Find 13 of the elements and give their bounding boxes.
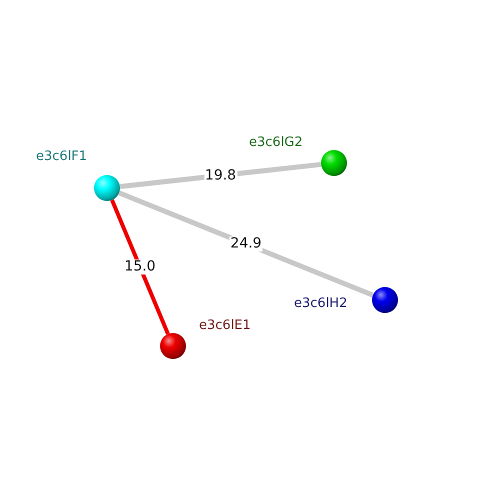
sphere	[94, 175, 120, 201]
connector-line	[110, 199, 170, 335]
node-label: e3c6lG2	[249, 135, 303, 150]
node-label: e3c6lF1	[36, 149, 88, 164]
edge-label: 19.8	[204, 168, 238, 183]
node-label: e3c6lH2	[294, 296, 348, 311]
node-label: e3c6lE1	[199, 318, 251, 333]
sphere	[321, 150, 347, 176]
connector-line	[118, 190, 374, 298]
sphere	[372, 287, 398, 313]
edge-label: 24.9	[229, 236, 263, 252]
edge-label: 15.0	[123, 260, 157, 274]
sphere	[160, 333, 186, 359]
